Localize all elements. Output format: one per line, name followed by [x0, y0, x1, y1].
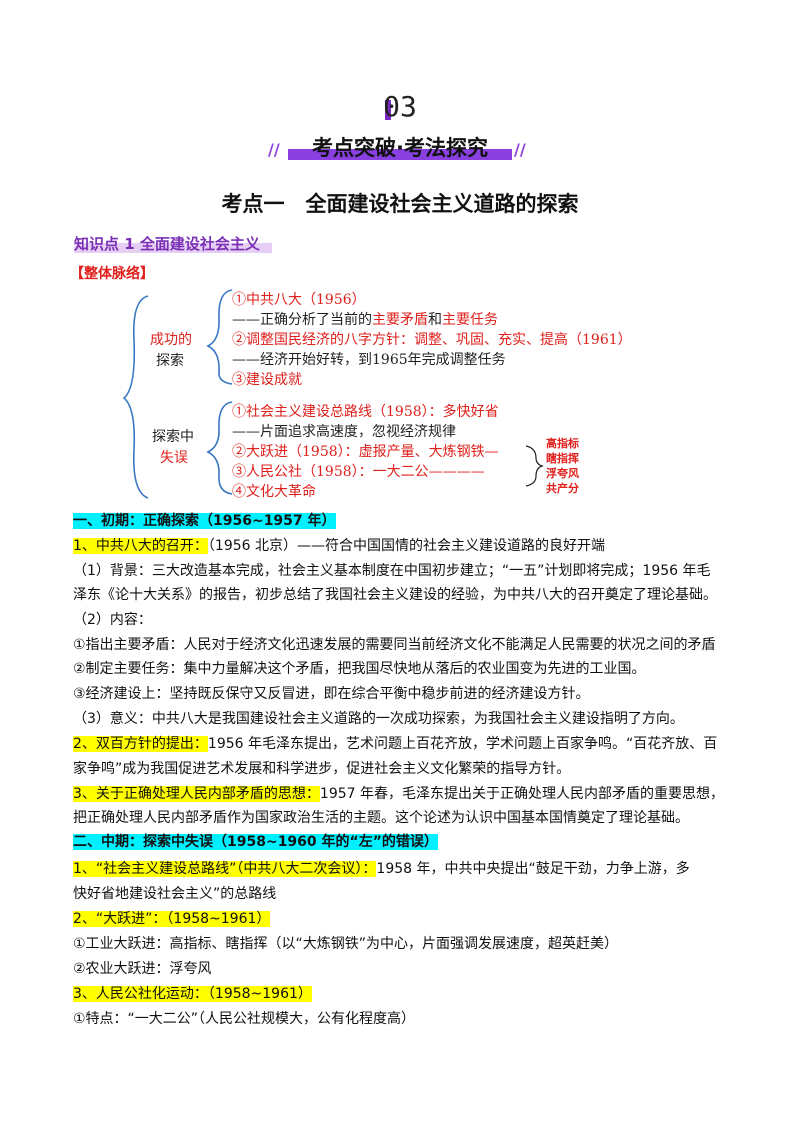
mm-mistake-item-4: ④文化大革命: [232, 484, 316, 500]
branch-mistake-label-a: 探索中: [152, 429, 194, 445]
mm-side-note-4: 共产分: [546, 482, 579, 495]
para-line-18: 3、人民公社化运动：（1958~1961）: [73, 984, 312, 1004]
knowledge-point-label: 知识点 1 全面建设社会主义: [74, 235, 260, 253]
branch-mistake-label-b: 失误: [160, 450, 188, 466]
mm-success-item-3: ③建设成就: [232, 372, 302, 388]
para-line-7: ③经济建设上：坚持既反保守又反冒进，即在综合平衡中稳步前进的经济建设方针。: [73, 686, 590, 702]
mm-sub-red2: 主要任务: [442, 312, 498, 328]
para-line-12: 把正确处理人民内部矛盾作为国家政治生活的主题。这个论述为认识中国基本国情奠定了理…: [73, 810, 689, 826]
subheading-4: 1、“社会主义建设总路线”（中共八大二次会议）：: [73, 861, 377, 877]
section-heading-1: 一、初期：正确探索（1956~1957 年）: [73, 511, 336, 531]
para-line-15: 2、“大跃进”：（1958~1961）: [73, 909, 271, 929]
para-line-17: ②农业大跃进：浮夸风: [73, 961, 212, 977]
section-heading-2: 二、中期：探索中失误（1958~1960 年的“左”的错误）: [73, 832, 438, 852]
para-line-3: 泽东《论十大关系》的报告，初步总结了我国社会主义建设的经验，为中共八大的召开奠定…: [73, 587, 717, 603]
mm-sub-b: 和: [428, 312, 442, 328]
para-line-8: （3）意义：中共八大是我国建设社会主义道路的一次成功探索，为我国社会主义建设指明…: [73, 711, 684, 727]
para-line-1-rest: （1956 北京）——符合中国国情的社会主义建设道路的良好开端: [207, 538, 605, 554]
para-line-9: 2、双百方针的提出：1956 年毛泽东提出，艺术问题上百花齐放，学术问题上百家争…: [73, 734, 717, 754]
mm-mistake-item-1: ①社会主义建设总路线（1958）：多快好省: [232, 404, 499, 420]
para-line-13: 1、“社会主义建设总路线”（中共八大二次会议）：1958 年，中共中央提出“鼓足…: [73, 859, 690, 879]
knowledge-point-heading: 知识点 1 全面建设社会主义: [74, 233, 272, 255]
mm-success-item-2: ②调整国民经济的八字方针：调整、巩固、充实、提高（1961）: [232, 332, 632, 348]
para-line-13-rest: 1958 年，中共中央提出“鼓足干劲，力争上游，多: [376, 861, 690, 877]
para-line-2: （1）背景：三大改造基本完成，社会主义基本制度在中国初步建立；“一五”计划即将完…: [73, 563, 711, 579]
mm-success-item-2-sub: ——经济开始好转，到1965年完成调整任务: [232, 352, 506, 368]
subheading-5: 2、“大跃进”：（1958~1961）: [73, 911, 271, 927]
para-line-14: 快好省地建设社会主义”的总路线: [73, 886, 277, 902]
para-line-19: ①特点：“一大二公”（人民公社规模大，公有化程度高）: [73, 1011, 416, 1027]
mm-mistake-item-3: ③人民公社（1958）：一大二公————: [232, 464, 485, 480]
branch-success-label-a-red: 成功的: [150, 332, 192, 348]
para-line-16: ①工业大跃进：高指标、瞎指挥（以“大炼钢铁”为中心，片面强调发展速度，超英赶美）: [73, 936, 619, 952]
mm-sub-a: ——正确分析了当前的: [232, 312, 372, 328]
overall-structure-tag: 【整体脉络】: [70, 266, 154, 282]
mm-side-note-1: 高指标: [546, 437, 579, 450]
subheading-1: 1、中共八大的召开：: [73, 538, 208, 554]
mm-sub-red1: 主要矛盾: [372, 312, 428, 328]
mm-side-note-3: 浮夸风: [546, 467, 579, 480]
knowledge-point-highlight: [74, 243, 272, 253]
para-line-11-rest: 1957 年春，毛泽东提出关于正确处理人民内部矛盾的重要思想，: [319, 786, 724, 802]
subheading-2: 2、双百方针的提出：: [73, 736, 208, 752]
branch-success-label: 成功的: [150, 330, 192, 350]
section-number: 03: [383, 90, 417, 123]
mm-success-item-1: ①中共八大（1956）: [232, 292, 366, 308]
subheading-6: 3、人民公社化运动：（1958~1961）: [73, 986, 312, 1002]
banner-title: 考点突破·考法探究: [312, 136, 488, 160]
section-banner: 考点突破·考法探究: [274, 134, 526, 164]
mm-success-item-1-sub: ——正确分析了当前的主要矛盾和主要任务: [232, 310, 498, 330]
banner-slash-left: //: [268, 140, 280, 159]
para-line-1: 1、中共八大的召开：（1956 北京）——符合中国国情的社会主义建设道路的良好开…: [73, 536, 605, 556]
mm-mistake-item-2: ②大跃进（1958）：虚报产量、大炼钢铁—: [232, 444, 499, 460]
para-line-9-rest: 1956 年毛泽东提出，艺术问题上百花齐放，学术问题上百家争鸣。“百花齐放、百: [207, 736, 718, 752]
section-heading-2-text: 二、中期：探索中失误（1958~1960 年的“左”的错误）: [73, 834, 438, 850]
mindmap-braces: [122, 289, 544, 499]
subheading-3: 3、关于正确处理人民内部矛盾的思想：: [73, 786, 320, 802]
section-number-accent: [385, 100, 391, 120]
section-heading-1-text: 一、初期：正确探索（1956~1957 年）: [73, 513, 336, 529]
mm-side-note-2: 瞎指挥: [546, 452, 579, 465]
kaodian-title: 考点一 全面建设社会主义道路的探索: [221, 192, 579, 216]
branch-success-label-b: 探索: [156, 353, 184, 369]
banner-slash-right: //: [514, 140, 526, 159]
para-line-4: （2）内容：: [73, 612, 152, 628]
banner-highlight: [288, 149, 512, 160]
mm-mistake-item-1-sub: ——片面追求高速度，忽视经济规律: [232, 424, 456, 440]
para-line-6: ②制定主要任务：集中力量解决这个矛盾，把我国尽快地从落后的农业国变为先进的工业国…: [73, 661, 646, 677]
para-line-5: ①指出主要矛盾：人民对于经济文化迅速发展的需要同当前经济文化不能满足人民需要的状…: [73, 637, 716, 653]
para-line-11: 3、关于正确处理人民内部矛盾的思想：1957 年春，毛泽东提出关于正确处理人民内…: [73, 784, 724, 804]
para-line-10: 家争鸣”成为我国促进艺术发展和科学进步，促进社会主义文化繁荣的指导方针。: [73, 761, 571, 777]
